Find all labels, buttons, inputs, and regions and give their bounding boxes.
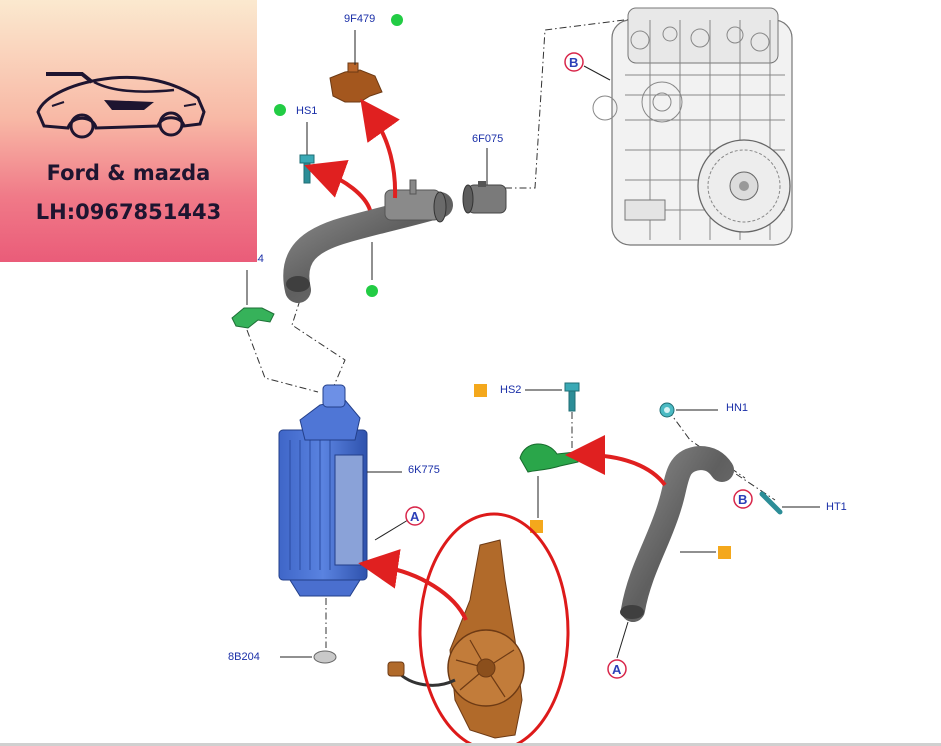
callout-hs1: HS1 [296, 105, 317, 117]
highlight-circle [418, 512, 570, 746]
callout-ht1: HT1 [826, 501, 847, 513]
svg-text:B: B [738, 492, 747, 507]
svg-text:A: A [410, 509, 420, 524]
callout-8b204: 8B204 [228, 651, 260, 663]
part-hn1-nut: HN1 [659, 402, 748, 418]
reference-marker-b-hose: B [733, 489, 753, 509]
new-part-dot [391, 14, 403, 26]
bottom-divider [0, 743, 941, 746]
lower-charge-hose [620, 445, 734, 622]
note-square [718, 546, 731, 559]
banner-phone: LH:0967851443 [35, 200, 222, 224]
part-hs1-bolt: HS1 [274, 104, 317, 184]
svg-text:A: A [612, 662, 622, 677]
callout-hn1: HN1 [726, 402, 748, 414]
callout-6k775: 6K775 [408, 464, 440, 476]
part-hs2-bolt: HS2 [474, 382, 580, 448]
reference-marker-a-hose: A [607, 621, 629, 679]
new-part-dot [366, 285, 378, 297]
red-arrows [304, 98, 667, 621]
svg-text:B: B [569, 55, 578, 70]
note-square [530, 520, 543, 533]
callout-hs2: HS2 [500, 384, 521, 396]
part-6f075-connector: 6F075 [462, 133, 507, 214]
part-8b204-plug: 8B204 [228, 598, 337, 664]
shop-banner: Ford & mazda LH:0967851443 [0, 0, 257, 262]
reference-marker-b-engine: B [564, 52, 611, 81]
callout-6f075: 6F075 [472, 133, 503, 145]
cooling-fan-shroud [387, 539, 525, 739]
sports-car-logo-icon [36, 72, 206, 139]
reference-marker-a-intercooler: A [374, 506, 425, 541]
callout-9f479: 9F479 [344, 13, 375, 25]
part-6k775-intercooler: 6K775 [278, 384, 440, 597]
engine-assembly [592, 7, 793, 246]
new-part-dot [274, 104, 286, 116]
green-clamp [519, 443, 579, 533]
part-ht1-sensor: HT1 [759, 491, 847, 515]
note-square [474, 384, 487, 397]
banner-title: Ford & mazda [46, 161, 211, 185]
part-9f479-sensor: 9F479 [329, 13, 403, 103]
part-6k834-bracket: 6K834 [231, 253, 275, 329]
upper-intake-hose [283, 179, 453, 303]
